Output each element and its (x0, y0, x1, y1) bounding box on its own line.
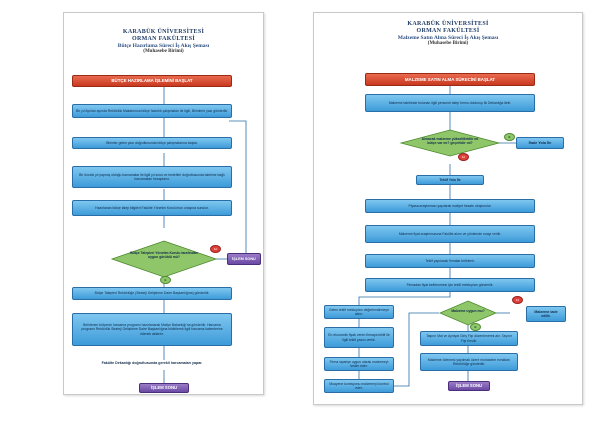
right-left-step-3: Firma siparişe uygun olarak malzemeyi te… (324, 357, 394, 371)
left-step-5: Bütçe Talepleri Rektörlüğe (Strateji Gel… (72, 287, 232, 300)
right-right-step-1: Taşınır Mal ve Ayniyat Giriş Fişi düzenl… (420, 331, 518, 346)
right-left-step-1: Gelen teklif mektupları değerlendirmeye … (324, 305, 394, 319)
right-flowchart-page: KARABÜK ÜNİVERSİTESİ ORMAN FAKÜLTESİ Mal… (313, 12, 583, 405)
right-decision-1-no-tag: H (458, 153, 469, 161)
right-start-box: MALZEME SATIN ALMA SÜRECİNİ BAŞLAT (365, 73, 535, 86)
right-decision-2-diamond (438, 300, 498, 326)
right-step-3: Malzeme fiyat araştırmasına Fakülte alım… (365, 225, 535, 243)
right-unit-label: (Muhasebe Birimi) (427, 41, 469, 47)
right-process-subtitle: Malzeme Satın Alma Süreci İş Akış Şeması (397, 34, 499, 41)
left-start-box: BÜTÇE HAZIRLAMA İŞLEMİNİ BAŞLAT (72, 75, 232, 87)
right-decision-2-no-tag: H (512, 296, 523, 304)
right-connector-lines (358, 86, 516, 387)
left-decision-text: Bütçe Talepleri Yönetim Kurulu tarafında… (130, 251, 198, 260)
left-step-1: Bir yıl Ayrılan ayında Rektörlük Makamın… (72, 104, 232, 118)
left-step-3: Bir önceki yıl yapmış olduğu harcamalar … (72, 166, 232, 188)
left-step-7: Fakülte Dekanlığı doğrultusunda gerekli … (101, 361, 203, 366)
left-decision-yes-tag: E (160, 276, 171, 284)
left-step-2: Birimler gelen yazı doğrultusunda bütçe … (72, 137, 232, 149)
right-decision-1-text: Alınacak malzeme yükseltilebilir mi bütç… (421, 137, 479, 146)
left-flowchart-page: KARABÜK ÜNİVERSİTESİ ORMAN FAKÜLTESİ Büt… (63, 12, 264, 395)
left-process-subtitle: Bütçe Hazırlama Süreci İş Akış Şeması (117, 42, 210, 49)
right-faculty-title: ORMAN FAKÜLTESİ (416, 27, 480, 34)
right-step-4: Teklif yapılacak firmalar belirlenir. (365, 254, 535, 268)
right-left-step-4: Muayene komisyonu malzemeyi kontrol eder… (324, 379, 394, 393)
right-decision-1-side-box: İhale Yolu İle (516, 137, 564, 149)
right-step-5: Firmadan fiyat belirlenmesi için teklif … (365, 278, 535, 292)
right-step-1: Malzeme talebinde bulunan ilgili persone… (365, 94, 535, 112)
right-decision-2-text: Malzeme uygun mu? (451, 309, 485, 313)
right-decision-2-side-box: Malzeme iade edilir. (526, 306, 566, 322)
left-step-6: Belirlenen bütçenin harcama programı haz… (72, 313, 232, 346)
right-end-box: İŞLEM SONU (448, 381, 490, 391)
left-faculty-title: ORMAN FAKÜLTESİ (131, 35, 195, 42)
right-direct-procurement-box: Teklif Yolu İle (416, 175, 484, 185)
right-left-step-2: En ekonomik fiyatı veren firmaya teklif … (324, 327, 394, 348)
right-university-title: KARABÜK ÜNİVERSİTESİ (407, 21, 489, 27)
right-decision-2-yes-tag: E (470, 323, 481, 331)
right-right-step-2: Malzeme ödemesi yapılmak üzere muhasebe … (420, 353, 518, 371)
right-decision-1-diamond (399, 129, 501, 157)
left-end-box: İŞLEM SONU (139, 383, 189, 393)
right-step-2: Piyasa araştırması yapılarak maliyet hes… (365, 199, 535, 213)
left-decision-no-tag: H (210, 245, 221, 253)
left-side-end-box: İŞLEM SONU (227, 253, 261, 265)
left-university-title: KARABÜK ÜNİVERSİTESİ (122, 29, 205, 35)
left-step-4: Hazırlanan bütçe talep bilgileri Fakülte… (72, 200, 232, 216)
left-unit-label: (Muhasebe Birimi) (143, 49, 184, 55)
right-decision-1-yes-tag: E (504, 133, 515, 141)
